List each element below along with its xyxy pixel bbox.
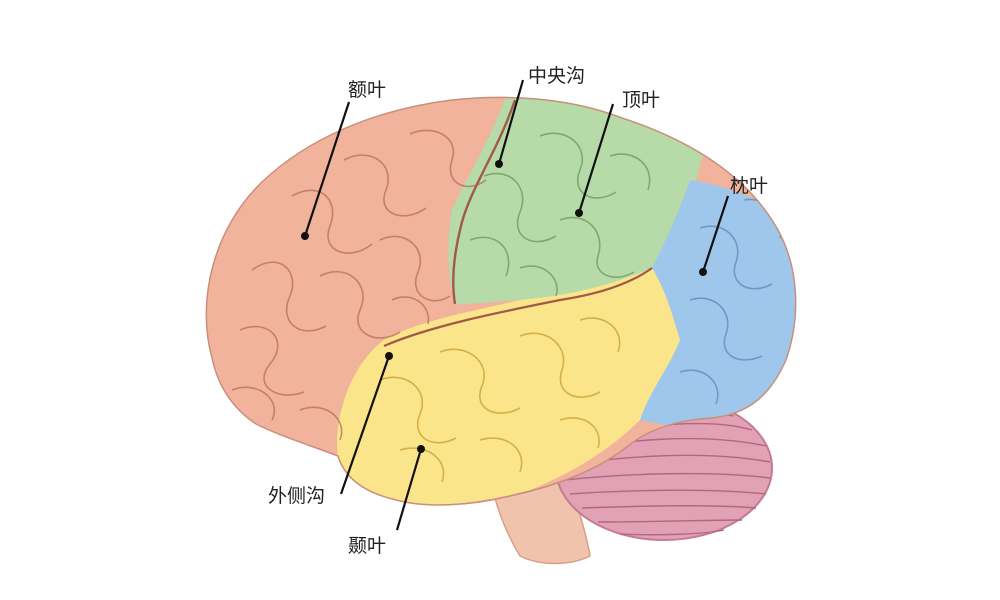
frontal-lobe-leader [303,101,351,237]
occipital-lobe-marker [699,268,707,276]
central-sulcus-leader [497,79,525,165]
frontal-lobe-label: 额叶 [348,79,386,101]
occipital-lobe-label: 枕叶 [730,175,768,197]
central-sulcus-label: 中央沟 [528,65,585,87]
central-sulcus-marker [495,160,503,168]
occipital-lobe-leader [701,195,730,273]
temporal-lobe-label: 颞叶 [348,535,386,557]
frontal-lobe-marker [301,232,309,240]
temporal-lobe-marker [417,445,425,453]
parietal-lobe-leader [577,103,615,214]
parietal-lobe-marker [575,209,583,217]
lateral-sulcus-leader [339,355,391,495]
lateral-sulcus-marker [385,352,393,360]
lateral-sulcus-label: 外侧沟 [268,485,325,507]
central-sulcus-line [452,99,517,305]
temporal-lobe-leader [395,448,423,531]
parietal-lobe-label: 顶叶 [622,89,660,111]
lateral-sulcus-line [383,267,653,348]
